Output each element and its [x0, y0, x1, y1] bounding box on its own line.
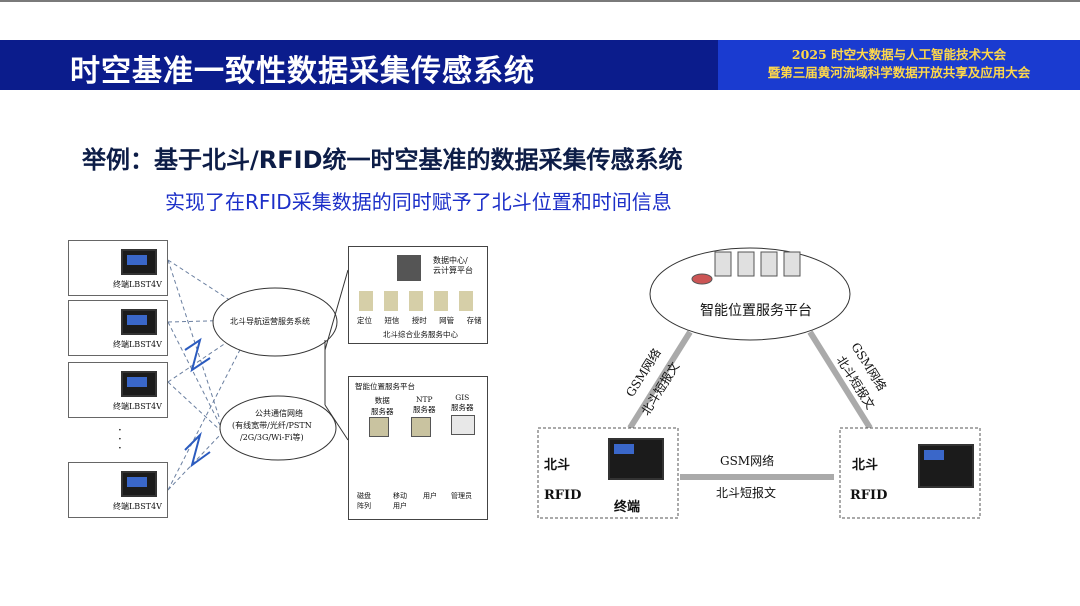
data-center-footer: 北斗综合业务服务中心 [383, 330, 458, 339]
terminal-box-4: 终端LBST4V [68, 462, 168, 518]
terminal-label: 终端LBST4V [113, 280, 162, 289]
bottom-link-gsm: GSM网络 [720, 454, 775, 468]
device-label-3: 用户 [423, 492, 437, 500]
right-terminal-device [918, 444, 974, 488]
public-network-line-1: 公共通信网络 [255, 409, 303, 418]
bottom-link-sms: 北斗短报文 [716, 486, 777, 500]
device-label-2: 移动用户 [393, 492, 407, 510]
terminal-box-3: 终端LBST4V [68, 362, 168, 418]
device-label-1: 磁盘阵列 [357, 492, 371, 510]
right-node-rfid: RFID [850, 488, 888, 503]
device-label-4: 管理员 [451, 492, 472, 500]
slide-header: 时空基准一致性数据采集传感系统 2025 时空大数据与人工智能技术大会 暨第三届… [0, 40, 1080, 90]
public-network-line-2: (有线宽带/光纤/PSTN [232, 421, 312, 430]
left-terminal-device [608, 438, 664, 480]
right-system-diagram: 智能位置服务平台 GSM网络 北斗短报文 GSM网络 北斗短报文 GSM网络 北… [530, 232, 992, 526]
public-network-line-3: /2G/3G/Wi-Fi等) [240, 433, 304, 442]
data-center-title-1: 数据中心/ [433, 256, 468, 265]
terminal-box-2: 终端LBST4V [68, 300, 168, 356]
terminal-label: 终端LBST4V [113, 402, 162, 411]
right-node-beidou: 北斗 [852, 458, 879, 473]
terminal-box-1: 终端LBST4V [68, 240, 168, 296]
conference-banner: 2025 时空大数据与人工智能技术大会 暨第三届黄河流域科学数据开放共享及应用大… [718, 40, 1080, 90]
ellipsis: ··· [118, 423, 122, 455]
data-center-server-labels: 定位 短信 授时 网管 存储 [357, 316, 482, 325]
left-node-beidou: 北斗 [544, 458, 571, 473]
example-description: 实现了在RFID采集数据的同时赋予了北斗位置和时间信息 [165, 190, 672, 214]
slide-title: 时空基准一致性数据采集传感系统 [70, 54, 535, 89]
right-platform-label: 智能位置服务平台 [700, 303, 812, 319]
data-center-title-2: 云计算平台 [433, 266, 473, 275]
example-subtitle: 举例：基于北斗/RFID统一时空基准的数据采集传感系统 [82, 146, 683, 174]
smart-platform-title: 智能位置服务平台 [355, 382, 415, 391]
left-node-rfid: RFID [544, 488, 582, 503]
top-border [0, 0, 1080, 2]
terminal-label: 终端LBST4V [113, 340, 162, 349]
left-system-diagram: 终端LBST4V 终端LBST4V 终端LBST4V ··· 终端LBST4V … [60, 230, 500, 530]
server-label-1: 数据服务器 [371, 396, 394, 416]
left-node-terminal: 终端 [614, 500, 641, 515]
conference-line-1: 2025 时空大数据与人工智能技术大会 [791, 47, 1007, 62]
conference-line-2: 暨第三届黄河流域科学数据开放共享及应用大会 [767, 65, 1031, 80]
data-center-box: 数据中心/ 云计算平台 定位 短信 授时 网管 存储 北斗综合业务服务中心 [348, 246, 488, 344]
terminal-label: 终端LBST4V [113, 502, 162, 511]
satellite-cloud-label: 北斗导航运营服务系统 [230, 317, 310, 326]
